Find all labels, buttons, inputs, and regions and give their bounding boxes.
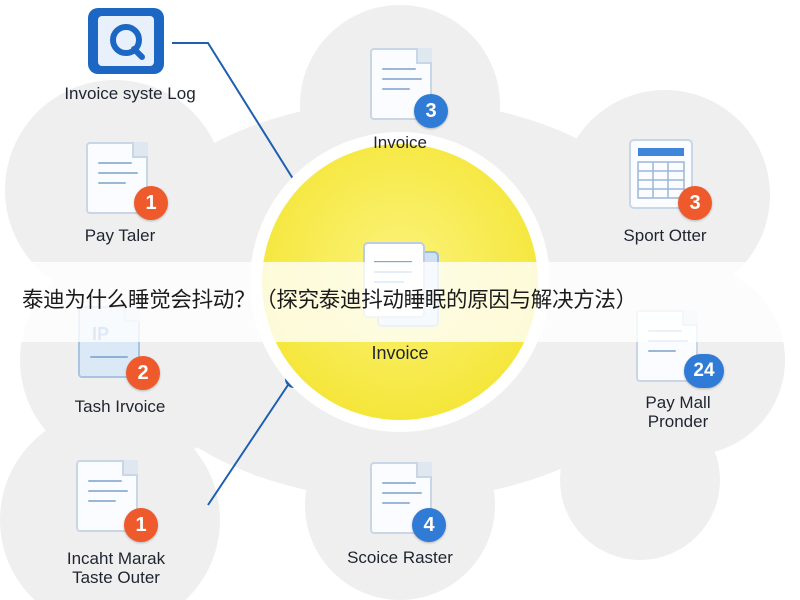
node-label-line-1: Incaht Marak: [66, 549, 166, 568]
count-badge: 3: [678, 186, 712, 220]
node-label-line-2: Taste Outer: [72, 568, 160, 587]
search-app-icon: [88, 8, 164, 74]
connector-lines: [172, 42, 306, 506]
node-label-line-2: Pronder: [647, 412, 709, 431]
count-badge: 24: [684, 354, 724, 388]
count-badge: 4: [412, 508, 446, 542]
node-label: Tash Irvoice: [74, 397, 166, 416]
spreadsheet-document-icon: [629, 139, 693, 209]
count-badge: 2: [126, 356, 160, 390]
node-label-line-1: Pay Mall: [645, 393, 711, 412]
count-badge: 3: [414, 94, 448, 128]
count-badge: 1: [134, 186, 168, 220]
node-label: Scoice Raster: [347, 548, 453, 567]
hub-label: Invoice: [371, 343, 429, 363]
node-label: Invoice syste Log: [64, 84, 196, 103]
node-label: Invoice: [373, 133, 427, 152]
caption-banner: [0, 262, 800, 342]
count-badge: 1: [124, 508, 158, 542]
node-label: Pay Taler: [84, 226, 156, 245]
node-label: Sport Otter: [623, 226, 707, 245]
caption-text: 泰迪为什么睡觉会抖动？（探究泰迪抖动睡眠的原因与解决方法）: [22, 288, 637, 313]
